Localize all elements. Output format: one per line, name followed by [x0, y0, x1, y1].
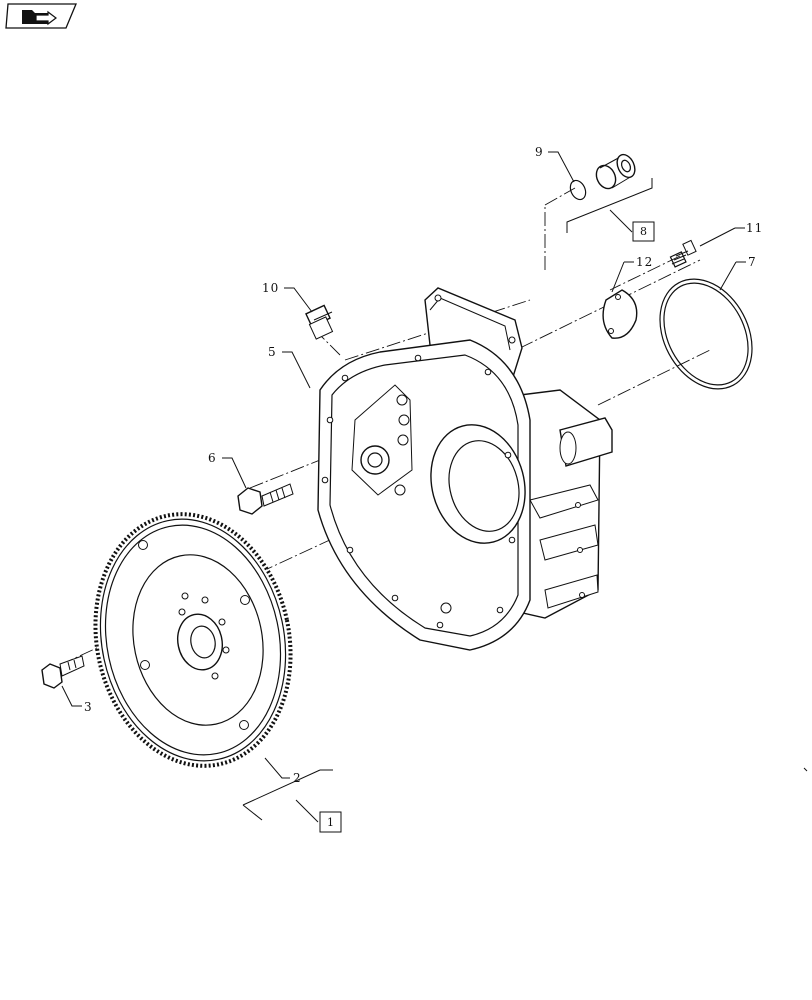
svg-text:6: 6: [208, 451, 217, 465]
callout-1[interactable]: 1: [319, 811, 342, 833]
svg-text:11: 11: [746, 221, 763, 235]
callout-3[interactable]: 3: [84, 700, 93, 714]
svg-text:1: 1: [327, 816, 334, 829]
nav-badge[interactable]: [5, 3, 77, 29]
svg-text:12: 12: [636, 255, 653, 269]
folder-arrow-icon: [22, 10, 57, 26]
callout-7[interactable]: 7: [748, 255, 757, 269]
leader-lines: [61, 151, 746, 823]
plug-part[interactable]: [593, 152, 639, 192]
svg-text:8: 8: [640, 225, 647, 238]
small-screw-part[interactable]: [669, 239, 697, 268]
svg-text:7: 7: [748, 255, 757, 269]
svg-text:9: 9: [535, 145, 544, 159]
flywheel-housing-part[interactable]: [317, 287, 613, 651]
callout-10[interactable]: 10: [262, 281, 279, 295]
callout-5[interactable]: 5: [268, 345, 277, 359]
svg-text:2: 2: [293, 771, 302, 785]
flywheel-bolt-part[interactable]: [41, 655, 85, 689]
sensor-part[interactable]: [305, 304, 334, 340]
seal-ring-part[interactable]: [567, 178, 588, 202]
callout-11[interactable]: 11: [746, 221, 763, 235]
callout-labels: 1 2 3 5 6 7 8 9 10 11 12: [84, 145, 763, 833]
o-ring-part[interactable]: [642, 263, 771, 405]
callout-8[interactable]: 8: [632, 221, 655, 242]
callout-9[interactable]: 9: [535, 145, 544, 159]
callout-12[interactable]: 12: [636, 255, 653, 269]
callout-6[interactable]: 6: [208, 451, 217, 465]
corner-mark: [803, 767, 808, 772]
flywheel-part[interactable]: [73, 496, 314, 784]
flange-bolt-part[interactable]: [237, 483, 294, 515]
svg-text:10: 10: [262, 281, 279, 295]
cover-plate-part[interactable]: [602, 289, 638, 339]
svg-text:5: 5: [268, 345, 277, 359]
callout-2[interactable]: 2: [293, 771, 302, 785]
svg-text:3: 3: [84, 700, 93, 714]
